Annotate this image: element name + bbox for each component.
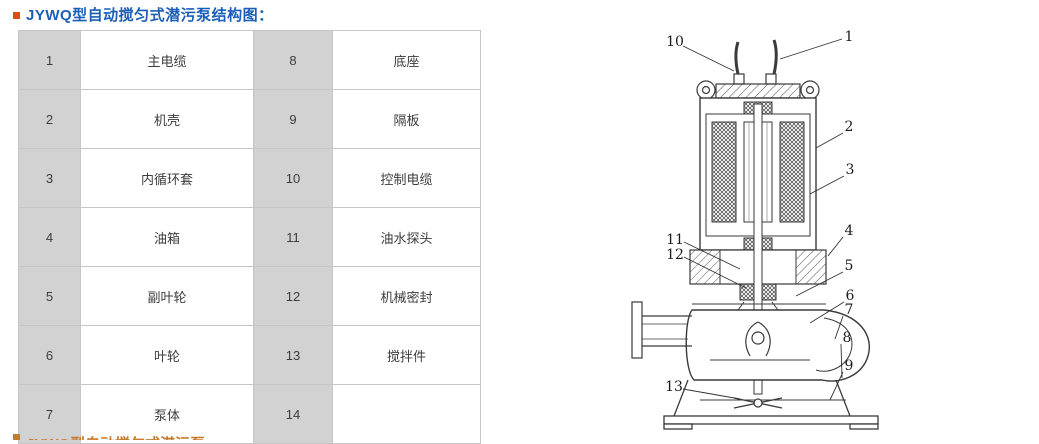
callout-label: 10 xyxy=(666,34,684,50)
bullet-icon xyxy=(13,434,20,440)
oil-chamber-wall xyxy=(689,249,721,285)
top-cap xyxy=(715,83,801,99)
part-name-cell: 主电缆 xyxy=(80,30,254,90)
part-number-cell: 9 xyxy=(253,89,333,149)
callout-label: 8 xyxy=(843,330,852,346)
table-row: 6 叶轮 13 搅拌件 xyxy=(18,325,481,385)
callout-label: 13 xyxy=(665,379,683,395)
partial-heading-text: JYWQ型自动搅匀式潜污泵 xyxy=(26,433,205,440)
pump-structure-diagram: 10 1 2 3 4 11 12 5 6 7 8 9 13 xyxy=(588,26,1036,434)
page-heading: JYWQ型自动搅匀式潜污泵结构图： xyxy=(13,4,274,25)
callout-label: 11 xyxy=(666,232,684,248)
part-number-cell: 7 xyxy=(18,384,81,444)
part-number-cell: 12 xyxy=(253,266,333,326)
callout-label: 6 xyxy=(846,288,855,304)
callout-label: 7 xyxy=(845,302,854,318)
suction-inlet xyxy=(631,301,692,359)
part-name-cell: 机械密封 xyxy=(332,266,481,326)
pump-drawing xyxy=(631,39,879,430)
part-number-cell: 4 xyxy=(18,207,81,267)
cable-gland xyxy=(765,73,777,85)
part-name-cell: 机壳 xyxy=(80,89,254,149)
table-row: 7 泵体 14 xyxy=(18,384,481,444)
table-row: 5 副叶轮 12 机械密封 xyxy=(18,266,481,326)
callout-label: 3 xyxy=(846,162,855,178)
part-number-cell: 6 xyxy=(18,325,81,385)
callout-label: 9 xyxy=(845,358,854,374)
part-number-cell: 5 xyxy=(18,266,81,326)
bullet-icon xyxy=(13,11,20,19)
leader-lines xyxy=(682,38,845,401)
callout-labels: 10 1 2 3 4 11 12 5 6 7 8 9 13 xyxy=(665,29,854,395)
parts-table-body: 1 主电缆 8 底座 2 机壳 9 隔板 3 内循环套 10 控制电缆 4 油箱… xyxy=(18,30,481,444)
lifting-lug xyxy=(696,80,820,100)
part-number-cell: 14 xyxy=(253,384,333,444)
callout-label: 12 xyxy=(666,247,684,263)
part-number-cell: 2 xyxy=(18,89,81,149)
part-number-cell: 11 xyxy=(253,207,333,267)
part-name-cell: 油箱 xyxy=(80,207,254,267)
shaft xyxy=(753,103,763,395)
stator-winding-right xyxy=(779,121,805,223)
auxiliary-impeller xyxy=(737,301,779,311)
part-number-cell: 3 xyxy=(18,148,81,208)
base-stand xyxy=(663,379,879,430)
parts-table: 1 主电缆 8 底座 2 机壳 9 隔板 3 内循环套 10 控制电缆 4 油箱… xyxy=(18,30,481,444)
part-name-cell xyxy=(332,384,481,444)
callout-label: 4 xyxy=(845,223,854,239)
oil-chamber-wall xyxy=(795,249,827,285)
stirring-impeller xyxy=(733,397,783,409)
stator-winding-left xyxy=(711,121,737,223)
table-row: 1 主电缆 8 底座 xyxy=(18,30,481,90)
part-name-cell: 搅拌件 xyxy=(332,325,481,385)
part-name-cell: 叶轮 xyxy=(80,325,254,385)
callout-label: 1 xyxy=(845,29,854,45)
part-number-cell: 1 xyxy=(18,30,81,90)
part-name-cell: 油水探头 xyxy=(332,207,481,267)
pump-body-volute xyxy=(685,309,870,382)
impeller xyxy=(710,321,810,361)
table-row: 4 油箱 11 油水探头 xyxy=(18,207,481,267)
part-number-cell: 8 xyxy=(253,30,333,90)
part-name-cell: 隔板 xyxy=(332,89,481,149)
part-name-cell: 副叶轮 xyxy=(80,266,254,326)
callout-label: 5 xyxy=(845,258,854,274)
part-name-cell: 控制电缆 xyxy=(332,148,481,208)
cable-gland xyxy=(733,73,745,85)
part-number-cell: 10 xyxy=(253,148,333,208)
page-title: JYWQ型自动搅匀式潜污泵结构图： xyxy=(26,7,274,24)
table-row: 3 内循环套 10 控制电缆 xyxy=(18,148,481,208)
callout-label: 2 xyxy=(845,119,854,135)
part-name-cell: 底座 xyxy=(332,30,481,90)
partial-next-heading: JYWQ型自动搅匀式潜污泵 xyxy=(13,433,205,440)
table-row: 2 机壳 9 隔板 xyxy=(18,89,481,149)
volute-spiral xyxy=(815,317,853,372)
part-number-cell: 13 xyxy=(253,325,333,385)
part-name-cell: 内循环套 xyxy=(80,148,254,208)
